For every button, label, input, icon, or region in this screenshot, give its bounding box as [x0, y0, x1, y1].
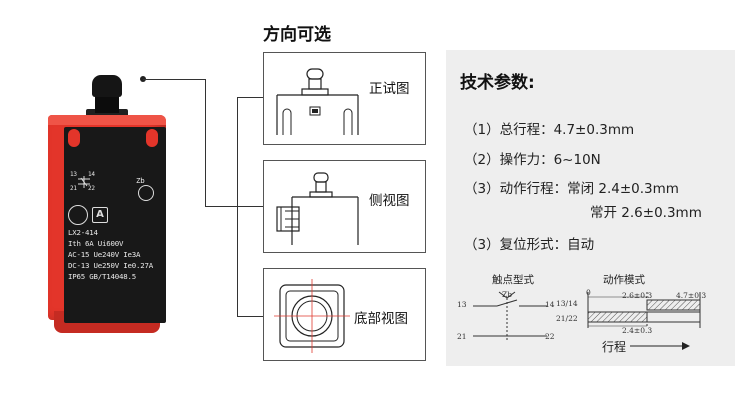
contact-label-22: 22 [545, 332, 555, 341]
stroke-label: 行程 [602, 340, 627, 354]
label-line-4: IP65 GB/T14048.5 [68, 272, 136, 281]
label-model: LX2-414 [68, 228, 98, 237]
bottom-view-label: 底部视图 [354, 311, 408, 327]
terminal-label-21: 21 [70, 185, 77, 192]
bracket-line [237, 97, 238, 317]
contact-label-13: 13 [457, 300, 467, 309]
side-view-panel: 侧视图 [263, 160, 426, 253]
plunger-neck [95, 93, 119, 113]
front-view-label: 正试图 [369, 81, 410, 97]
leader-line-top [143, 79, 205, 80]
action-diagram-title: 动作模式 [603, 274, 645, 286]
spec-action-travel-no: 常开 2.6±0.3mm [590, 205, 702, 221]
spec-total-travel: （1）总行程：4.7±0.3mm [464, 122, 635, 138]
contact-label-14: 14 [545, 300, 555, 309]
contact-symbol-icon [78, 176, 90, 188]
spec-title: 技术参数: [460, 73, 535, 93]
screw-slot-top-left [68, 129, 80, 147]
label-line-2: AC-15 Ue240V Ie3A [68, 250, 141, 259]
bottom-view-panel: 底部视图 [263, 268, 426, 361]
action-no-travel: 2.6±0.3 [622, 291, 653, 300]
plunger-base [86, 109, 128, 117]
ccc-mark-icon [68, 205, 88, 225]
plunger-cap [92, 75, 122, 97]
action-label-no: 13/14 [556, 299, 578, 308]
action-label-zero: 0 [586, 288, 591, 297]
front-view-drawing [276, 68, 359, 135]
label-line-3: DC-13 Ue250V Ie0.27A [68, 261, 153, 270]
contact-diagram [473, 291, 547, 340]
spec-reset-type: （3）复位形式：自动 [464, 237, 595, 253]
bottom-view-drawing [274, 279, 350, 353]
contact-label-21: 21 [457, 332, 467, 341]
label-plate [64, 127, 166, 323]
product-photo: 13 14 21 22 Zb A LX2-414 Ith 6A Ui600V A… [40, 75, 180, 335]
spec-operating-force: （2）操作力：6~10N [464, 152, 601, 168]
leader-line-to-bracket [205, 206, 237, 207]
screw-slot-top-right [146, 129, 158, 147]
front-view-panel: 正试图 [263, 52, 426, 145]
contact-label-zb: Zb [502, 290, 513, 299]
terminal-label-13: 13 [70, 171, 77, 178]
label-line-1: Ith 6A Ui600V [68, 239, 124, 248]
bracket-tick-1 [237, 97, 263, 98]
brand-logo-icon: A [92, 207, 108, 223]
housing-top-face [48, 115, 166, 125]
stroke-arrow-icon [630, 342, 690, 350]
terminal-label-22: 22 [88, 185, 95, 192]
action-nc-travel: 2.4±0.3 [622, 326, 653, 335]
action-total-travel: 4.7±0.3 [676, 291, 707, 300]
bracket-tick-2 [237, 206, 263, 207]
bracket-tick-3 [237, 316, 263, 317]
spec-action-travel-nc: （3）动作行程：常闭 2.4±0.3mm [464, 181, 679, 197]
terminal-label-zb: Zb [136, 176, 145, 185]
terminal-label-14: 14 [88, 171, 95, 178]
side-view-label: 侧视图 [369, 193, 410, 209]
action-diagram [587, 292, 701, 328]
views-title: 方向可选 [263, 25, 331, 45]
contact-diagram-title: 触点型式 [492, 274, 534, 286]
leader-line-drop [205, 79, 206, 206]
direct-opening-icon [138, 185, 154, 201]
side-view-drawing [276, 172, 359, 245]
action-label-nc: 21/22 [556, 314, 578, 323]
